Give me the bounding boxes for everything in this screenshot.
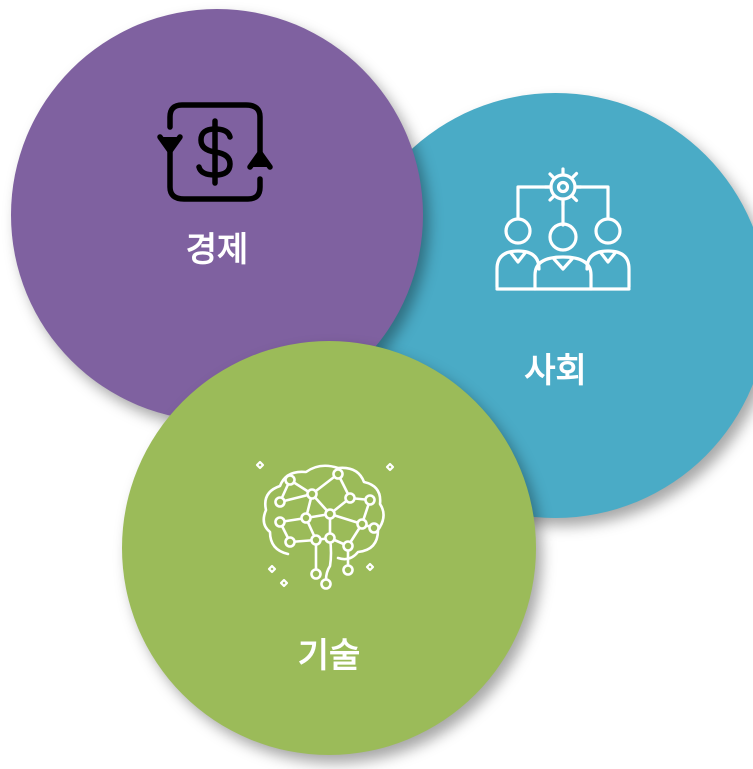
people-network-gear-icon [495, 167, 631, 291]
economy-label: 경제 [185, 230, 249, 270]
technology-circle: 기술 [122, 341, 536, 755]
technology-label: 기술 [297, 636, 361, 676]
dollar-exchange-icon [157, 102, 273, 202]
neural-brain-icon [255, 460, 395, 590]
society-label: 사회 [524, 351, 587, 391]
